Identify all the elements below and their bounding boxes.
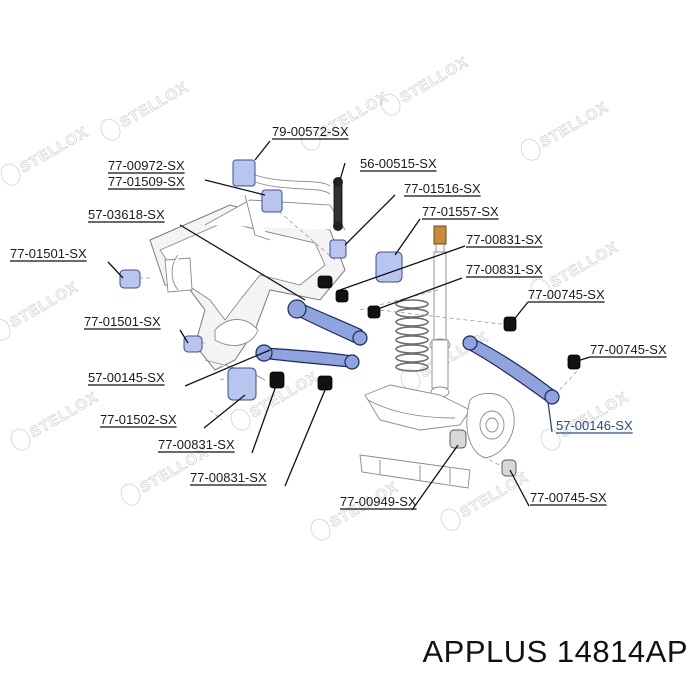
part-label-57-03618-sx: 57-03618-SX	[88, 207, 165, 222]
part-label-77-00831-sx: 77-00831-SX	[466, 232, 543, 247]
svg-text:STELLOX: STELLOX	[27, 389, 101, 442]
part-label-77-00831-sx: 77-00831-SX	[190, 470, 267, 485]
spring-and-shock	[395, 225, 451, 398]
watermark-logo: STELLOX	[0, 278, 82, 341]
part-label-57-00145-sx: 57-00145-SX	[88, 370, 165, 385]
watermark-logo: STELLOX	[300, 88, 392, 151]
watermark-logo: STELLOX	[310, 478, 402, 541]
subframe-drawing	[149, 169, 346, 381]
spring-coil	[395, 362, 429, 372]
watermark-logo: STELLOX	[100, 78, 192, 141]
part-label-77-00831-sx: 77-00831-SX	[158, 437, 235, 452]
watermark-logo: STELLOX	[0, 123, 92, 186]
spring-coil	[395, 308, 429, 318]
knuckle-and-trailing-arm	[359, 384, 515, 489]
bushings	[119, 159, 581, 477]
part-label-77-00745-sx: 77-00745-SX	[590, 342, 667, 357]
svg-text:STELLOX: STELLOX	[397, 54, 471, 107]
part-label-57-00146-sx: 57-00146-SX	[556, 418, 633, 433]
part-label-77-01501-sx: 77-01501-SX	[10, 246, 87, 261]
part-label-77-00745-sx: 77-00745-SX	[530, 490, 607, 505]
arm-57-00145	[262, 347, 353, 368]
arm-57-00146	[465, 337, 557, 403]
svg-text:STELLOX: STELLOX	[537, 99, 611, 152]
part-label-77-00745-sx: 77-00745-SX	[528, 287, 605, 302]
footer-brand-code: APPLUS 14814AP	[422, 634, 688, 669]
svg-text:STELLOX: STELLOX	[17, 124, 91, 177]
spring-coil	[395, 335, 429, 345]
svg-text:STELLOX: STELLOX	[547, 239, 621, 292]
svg-text:STELLOX: STELLOX	[117, 79, 191, 132]
spring-coil	[395, 317, 429, 327]
spring-coil	[395, 344, 429, 354]
part-label-77-00972-sx: 77-00972-SX	[108, 158, 185, 173]
watermark-logo: STELLOX	[520, 98, 612, 161]
control-arms	[255, 299, 560, 405]
part-label-77-01557-sx: 77-01557-SX	[422, 204, 499, 219]
spring-coil	[395, 299, 429, 309]
leader-lines	[107, 140, 591, 511]
watermark-logo: STELLOX	[380, 53, 472, 116]
svg-text:STELLOX: STELLOX	[7, 279, 81, 332]
part-label-56-00515-sx: 56-00515-SX	[360, 156, 437, 171]
part-label-77-01509-sx: 77-01509-SX	[108, 174, 185, 189]
part-label-77-01501-sx: 77-01501-SX	[84, 314, 161, 329]
part-label-79-00572-sx: 79-00572-SX	[272, 124, 349, 139]
watermark-logo: STELLOX	[10, 388, 102, 451]
part-label-77-01516-sx: 77-01516-SX	[404, 181, 481, 196]
part-label-77-01502-sx: 77-01502-SX	[100, 412, 177, 427]
part-label-77-00949-sx: 77-00949-SX	[340, 494, 417, 509]
spring-coil	[395, 353, 429, 363]
spring-coil	[395, 326, 429, 336]
part-label-77-00831-sx: 77-00831-SX	[466, 262, 543, 277]
